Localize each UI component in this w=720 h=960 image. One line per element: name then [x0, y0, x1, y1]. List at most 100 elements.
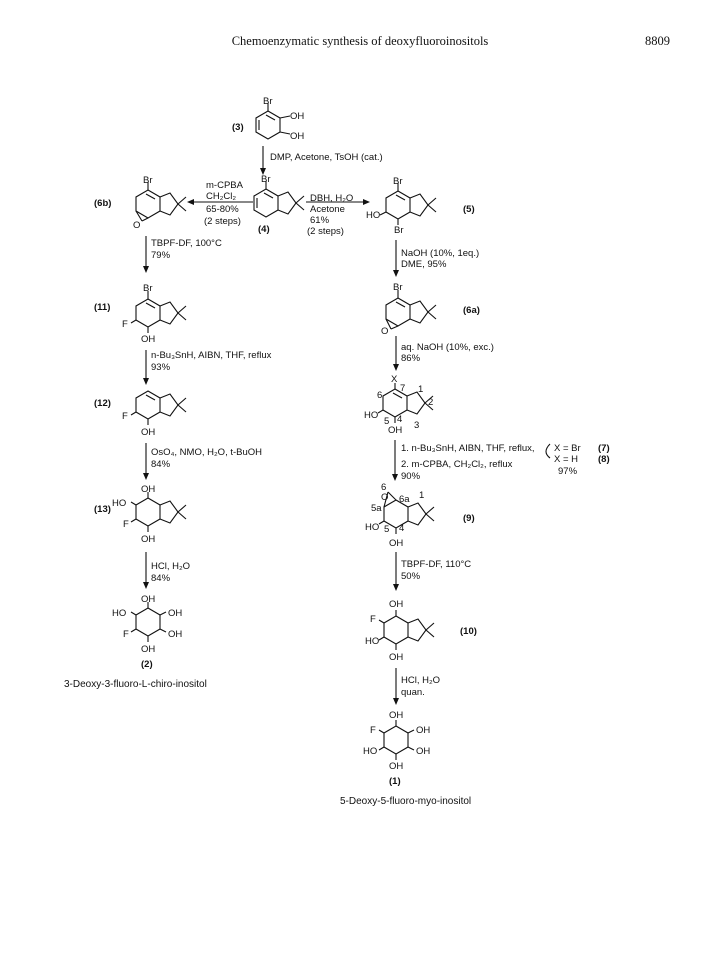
condition-text: 50%: [401, 571, 421, 582]
condition-text: 2. m-CPBA, CH₂Cl₂, reflux: [401, 459, 513, 470]
condition-text: aq. NaOH (10%, exc.): [401, 342, 494, 353]
atom-label: HO: [112, 608, 126, 619]
condition-text: 61%: [310, 215, 330, 226]
atom-label: OH: [168, 608, 182, 619]
compound-label-11: (11): [94, 302, 110, 313]
atom-label: O: [381, 492, 388, 503]
condition-text: DMP, Acetone, TsOH (cat.): [270, 152, 383, 163]
condition-text: n-Bu₃SnH, AIBN, THF, reflux: [151, 350, 272, 361]
atom-label: Br: [394, 225, 404, 236]
bracket-arrow: [545, 443, 551, 459]
structure-13: [130, 492, 187, 532]
atom-label: 2: [428, 397, 433, 408]
atom-label: 1: [419, 490, 424, 501]
structure-10: [378, 610, 435, 650]
condition-text: 79%: [151, 250, 171, 261]
condition-text: quan.: [401, 687, 425, 698]
page-number: 8809: [645, 34, 670, 48]
structure-2: [130, 602, 167, 642]
condition-text: NaOH (10%, 1eq.): [401, 248, 479, 259]
atom-label: HO: [364, 410, 378, 421]
condition-text: Acetone: [310, 204, 345, 215]
condition-text: TBPF-DF, 100°C: [151, 238, 222, 249]
compound-label-13: (13): [94, 504, 111, 515]
condition-text: 1. n-Bu₃SnH, AIBN, THF, reflux,: [401, 443, 535, 454]
condition-text: X = H: [554, 454, 578, 465]
condition-text: m-CPBA: [206, 180, 244, 191]
condition-text: OsO₄, NMO, H₂O, t-BuOH: [151, 447, 262, 458]
condition-text: 90%: [401, 471, 421, 482]
atom-label: 1: [418, 384, 423, 395]
compound-label-2: (2): [141, 659, 153, 670]
atom-label: OH: [389, 761, 403, 772]
compound-label-9: (9): [463, 513, 475, 524]
structure-9: [378, 491, 435, 534]
atom-label: O: [133, 220, 140, 231]
atom-label: X: [391, 374, 398, 385]
atom-label: 3: [414, 420, 419, 431]
structure-1: [378, 720, 415, 760]
compound-label-6a: (6a): [463, 305, 480, 316]
atom-label: OH: [416, 746, 430, 757]
compound-label-12: (12): [94, 398, 111, 409]
compound-label-10: (10): [460, 626, 477, 637]
condition-text: 84%: [151, 573, 171, 584]
atom-label: OH: [141, 594, 155, 605]
structure-7-8: [377, 383, 434, 423]
atom-label: F: [370, 614, 376, 625]
condition-text: TBPF-DF, 110°C: [401, 559, 471, 570]
structure-5: [379, 183, 437, 225]
product-name-1: 5-Deoxy-5-fluoro-myo-inositol: [340, 796, 471, 807]
atom-label: Br: [143, 175, 153, 186]
atom-label: OH: [389, 710, 403, 721]
condition-text: 86%: [401, 353, 421, 364]
structure-4: [253, 181, 305, 218]
atom-label: OH: [141, 427, 155, 438]
structure-3: [255, 103, 291, 140]
compound-label-6b: (6b): [94, 198, 111, 209]
atom-label: OH: [389, 652, 403, 663]
atom-label: HO: [112, 498, 126, 509]
condition-text: 93%: [151, 362, 171, 373]
atom-label: HO: [366, 210, 380, 221]
atom-label: 6: [377, 390, 382, 401]
condition-text: DME, 95%: [401, 259, 447, 270]
atom-label: F: [122, 411, 128, 422]
compound-label-3: (3): [232, 122, 244, 133]
atom-label: 5: [384, 524, 389, 535]
compound-label-4: (4): [258, 224, 270, 235]
atom-label: Br: [261, 174, 271, 185]
structure-6a: [385, 290, 437, 330]
compound-label-8: (8): [598, 454, 610, 465]
condition-text: (2 steps): [204, 216, 241, 227]
atom-label: 6a: [399, 494, 410, 505]
condition-text: HCl, H₂O: [151, 561, 190, 572]
atom-label: OH: [168, 629, 182, 640]
atom-label: OH: [141, 534, 155, 545]
atom-label: 5a: [371, 503, 382, 514]
running-header-title: Chemoenzymatic synthesis of deoxyfluoroi…: [231, 34, 489, 48]
atom-label: F: [123, 519, 129, 530]
atom-label: OH: [416, 725, 430, 736]
condition-text: X = Br: [554, 443, 581, 454]
atom-label: 6: [381, 482, 386, 493]
compound-label-1: (1): [389, 776, 401, 787]
atom-label: F: [123, 629, 129, 640]
structure-12: [130, 390, 187, 425]
atom-label: F: [370, 725, 376, 736]
structure-6b: [135, 182, 187, 222]
atom-label: OH: [290, 131, 304, 142]
condition-text: HCl, H₂O: [401, 675, 440, 686]
atom-label: F: [122, 319, 128, 330]
atom-label: OH: [388, 425, 402, 436]
atom-label: OH: [389, 538, 403, 549]
condition-text: DBH, H₂O: [310, 193, 353, 204]
atom-label: O: [381, 326, 388, 337]
compound-label-7: (7): [598, 443, 610, 454]
atom-label: HO: [363, 746, 377, 757]
atom-label: 4: [399, 523, 404, 534]
product-name-2: 3-Deoxy-3-fluoro-L-chiro-inositol: [64, 679, 207, 690]
structure-11: [130, 291, 187, 333]
atom-label: Br: [263, 96, 273, 107]
